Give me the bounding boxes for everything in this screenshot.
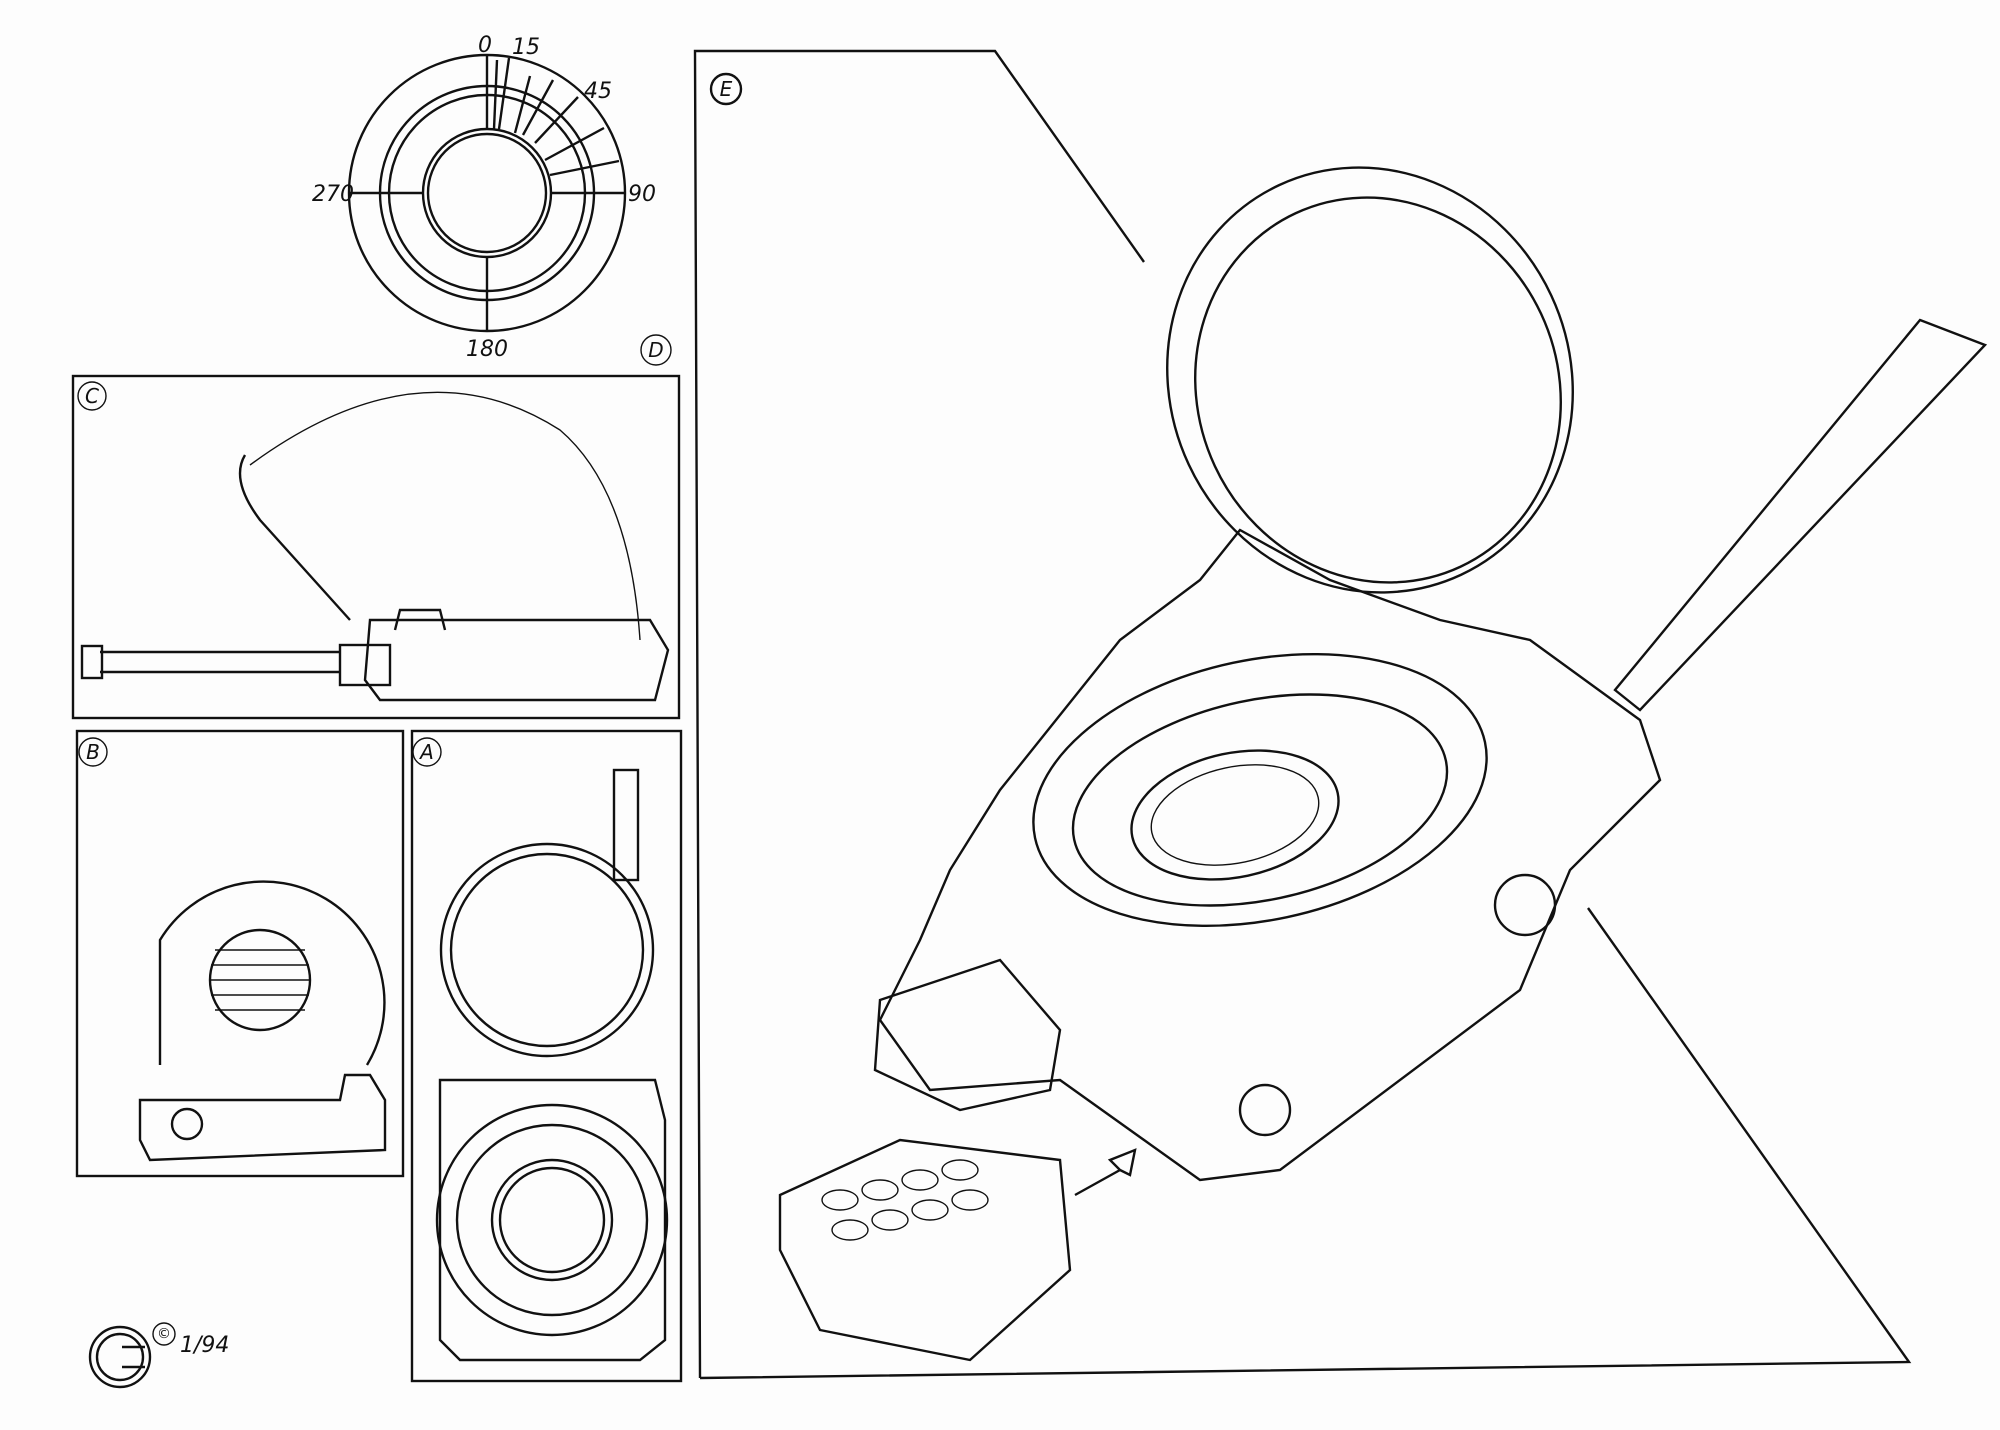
panel-label-b: B: [86, 740, 100, 764]
panel-c-side-view: C: [71, 374, 681, 720]
panel-a-top-view: A: [410, 729, 683, 1383]
panel-label-d: D: [648, 338, 663, 362]
dial-tick-180: 180: [466, 337, 508, 362]
angle-dial: 0 15 45 90 180 270 D: [312, 33, 672, 366]
dial-tick-90: 90: [628, 182, 656, 207]
dial-tick-270: 270: [312, 182, 354, 207]
dial-tick-0: 0: [478, 33, 492, 58]
panel-label-a: A: [418, 740, 434, 764]
signature-date: 1/94: [180, 1333, 229, 1358]
artist-signature: © 1/94: [88, 1322, 229, 1389]
panel-b-front-view: B: [75, 729, 405, 1178]
dial-tick-45: 45: [584, 79, 612, 104]
copyright-mark: ©: [157, 1326, 171, 1342]
panel-e-cutaway: E: [693, 49, 1988, 1380]
panel-label-e: E: [720, 77, 733, 101]
panel-label-c: C: [85, 384, 99, 408]
dial-tick-15: 15: [512, 35, 540, 60]
